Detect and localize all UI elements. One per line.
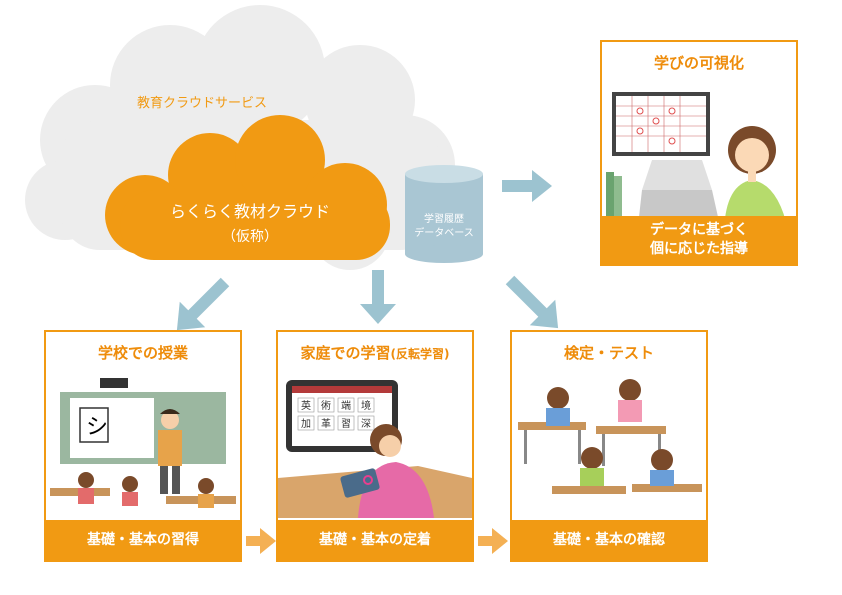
stage-test-title: 検定・テスト [563, 344, 654, 362]
stage-school-footer: 基礎・基本の習得 [46, 520, 240, 560]
tablet-cell [337, 415, 355, 431]
tablet-cell [317, 397, 335, 413]
visualization-footer-line1: データに基づく [650, 222, 748, 238]
tablet-cell [337, 397, 355, 413]
tablet-kanji-grid: 英術端境加革習深 [297, 397, 375, 431]
tablet-cell-char: 術 [321, 399, 331, 412]
tablet-cell-char: 習 [341, 418, 351, 430]
visualization-panel: 学びの可視化 データに基づく 個に応じた指導 [600, 40, 798, 266]
database-icon [405, 165, 483, 263]
database-label-2: データベース [414, 228, 474, 239]
test-illustration [518, 379, 702, 494]
tablet-cell [317, 415, 335, 431]
tablet-cell [357, 397, 375, 413]
svg-text:シ: シ [86, 415, 108, 440]
stage-school-panel: 学校での授業 シ 基礎・基本の習得 [44, 330, 242, 562]
service-label: 教育クラウドサービス [137, 96, 268, 111]
stage-arrow-2 [478, 528, 508, 554]
visualization-title: 学びの可視化 [653, 54, 744, 72]
arrow-down-center [360, 270, 396, 324]
stage-test-footer: 基礎・基本の確認 [512, 520, 706, 560]
database-label-1: 学習履歴 [424, 214, 464, 225]
tablet-cell-char: 加 [301, 418, 311, 430]
stage-school-title: 学校での授業 [97, 344, 188, 362]
tablet-cell [297, 397, 315, 413]
stage-home-title-wrap: 家庭での学習(反転学習) [278, 342, 472, 363]
tablet-cell-char: 境 [361, 399, 371, 412]
rakuraku-cloud [105, 115, 390, 260]
stage-arrow-1 [246, 528, 276, 554]
arrows [176, 170, 559, 331]
arrow-down-right [505, 275, 559, 329]
stage-home-title-suffix: (反転学習) [390, 347, 450, 361]
arrow-down-left [176, 277, 230, 331]
teacher-laptop-illustration [606, 92, 788, 230]
stage-home-panel: 家庭での学習(反転学習) 英術端境加革習深 基礎・基本の定着 [276, 330, 474, 562]
stage-home-title: 家庭での学習 [300, 344, 391, 362]
tablet-cell-char: 深 [361, 418, 371, 430]
classroom-illustration: シ [50, 378, 236, 508]
tablet-cell-char: 端 [341, 399, 351, 412]
tablet-cell [357, 415, 375, 431]
home-study-illustration: 英術端境加革習深 [278, 380, 472, 518]
visualization-footer-line2: 個に応じた指導 [650, 241, 748, 257]
cloud-name: らくらく教材クラウド [169, 202, 330, 221]
stage-test-panel: 検定・テスト 基礎・基本の確認 [510, 330, 708, 562]
stage-home-footer: 基礎・基本の定着 [278, 520, 472, 560]
stage-arrows [246, 528, 508, 554]
cloud-tentative: （仮称） [222, 229, 278, 245]
tablet-cell-char: 革 [321, 417, 331, 430]
tablet-cell-char: 英 [301, 399, 311, 412]
arrow-right-visualization [502, 170, 552, 202]
tablet-cell [297, 415, 315, 431]
visualization-footer: データに基づく 個に応じた指導 [602, 216, 796, 264]
